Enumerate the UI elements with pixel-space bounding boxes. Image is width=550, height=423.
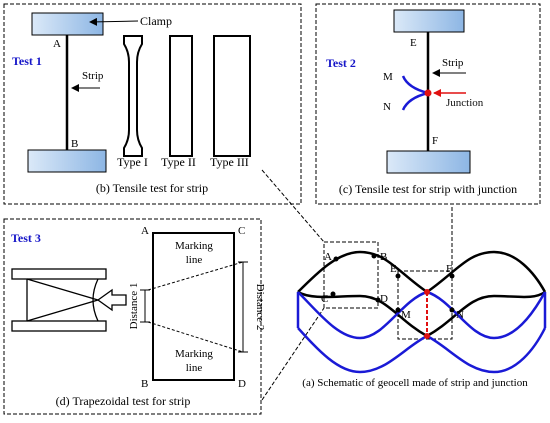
upper-clamp-c — [393, 9, 465, 33]
point-e-label: E — [410, 37, 417, 49]
distance-1-label: Distance 1 — [128, 283, 140, 330]
geocell-point-c: C — [321, 293, 328, 305]
lower-clamp-c — [386, 150, 471, 174]
geocell-point-d: D — [380, 293, 388, 305]
point-a-marker — [333, 256, 339, 262]
test-1-label: Test 1 — [12, 54, 42, 68]
direction-arrow — [96, 288, 127, 312]
corner-d-label: D — [238, 378, 246, 390]
type-1-label: Type I — [117, 155, 148, 169]
lower-clamp — [27, 149, 107, 173]
geocell-point-a: A — [324, 251, 332, 263]
point-b-label: B — [71, 138, 78, 150]
corner-b-label: B — [141, 378, 148, 390]
point-b-marker — [371, 253, 377, 259]
strip-label: Strip — [82, 70, 104, 82]
trapezoid-specimen — [152, 232, 235, 381]
trap-top-bar — [11, 268, 107, 280]
point-f-label: F — [432, 135, 438, 147]
junction-strip-m — [401, 75, 429, 95]
panel-trapezoidal-test: Test 3 Marking line Marking line Distanc… — [3, 218, 266, 415]
marking-line-top-word1: Marking — [175, 240, 213, 252]
point-c-marker — [330, 291, 336, 297]
junction-strip-n — [401, 91, 429, 111]
point-n-label: N — [383, 101, 391, 113]
panel-d-frame — [3, 218, 262, 415]
point-d-marker — [375, 297, 381, 303]
corner-a-label: A — [141, 225, 149, 237]
point-e-marker — [395, 273, 401, 279]
trap-curve-right — [92, 278, 99, 322]
geocell-junction-bottom — [424, 333, 430, 339]
specimen-type-3 — [213, 35, 251, 157]
marking-line-bottom — [147, 321, 244, 353]
specimen-type-2 — [169, 35, 193, 157]
clamp-pointer-arrow — [89, 17, 139, 26]
trap-diagonal-bottom — [26, 299, 99, 322]
trap-bottom-bar — [11, 320, 107, 332]
corner-c-label: C — [238, 225, 245, 237]
panel-tensile-test: Test 1 Clamp Strip A B Type I Type II Ty… — [3, 3, 302, 205]
point-m-marker — [395, 307, 401, 313]
point-f-marker — [449, 273, 455, 279]
marking-line-bottom-word2: line — [186, 362, 203, 374]
marking-line-top — [147, 261, 244, 291]
geocell-point-b: B — [380, 251, 387, 263]
panel-c-frame — [315, 3, 541, 205]
panel-b-caption: (b) Tensile test for strip — [96, 181, 208, 195]
geocell-upper-blue-strip — [297, 290, 547, 340]
geocell-point-m: M — [401, 309, 411, 321]
geocell-junction-top — [424, 289, 430, 295]
clamp-label: Clamp — [140, 14, 172, 28]
geocell-point-n: N — [456, 309, 464, 321]
callout-box-strip — [323, 241, 379, 309]
upper-clamp — [31, 12, 104, 36]
geocell-point-e: E — [390, 263, 397, 275]
trap-diagonal-top — [26, 278, 99, 301]
panel-geocell-schematic: A B C D E F M N (a) Schematic of geocell… — [261, 169, 547, 401]
leader-to-test-1 — [261, 169, 325, 243]
point-a-label: A — [53, 38, 61, 50]
test-2-label: Test 2 — [326, 56, 356, 70]
callout-box-junction — [397, 270, 453, 340]
trapezoidal-clamp-drawing — [11, 268, 127, 332]
point-n-marker — [449, 307, 455, 313]
type-2-label: Type II — [161, 155, 196, 169]
panel-d-caption: (d) Trapezoidal test for strip — [56, 394, 191, 408]
type-3-label: Type III — [210, 155, 249, 169]
distance-2-label: Distance 2 — [254, 284, 266, 331]
panel-junction-test: Test 2 Strip Junction E F M N (c) Tensil… — [315, 3, 541, 205]
marking-line-top-word2: line — [186, 254, 203, 266]
panel-c-caption: (c) Tensile test for strip with junction — [339, 182, 517, 196]
point-m-label: M — [383, 71, 393, 83]
geocell-point-f: F — [446, 263, 452, 275]
panel-b-frame — [3, 3, 302, 205]
test-3-label: Test 3 — [11, 231, 41, 245]
leader-to-test-3 — [261, 307, 325, 401]
panel-a-caption: (a) Schematic of geocell made of strip a… — [302, 377, 528, 389]
marking-line-bottom-word1: Marking — [175, 348, 213, 360]
junction-point — [424, 89, 432, 97]
junction-label: Junction — [446, 97, 484, 109]
strip-label-c: Strip — [442, 57, 464, 69]
specimen-type-1 — [123, 35, 143, 157]
